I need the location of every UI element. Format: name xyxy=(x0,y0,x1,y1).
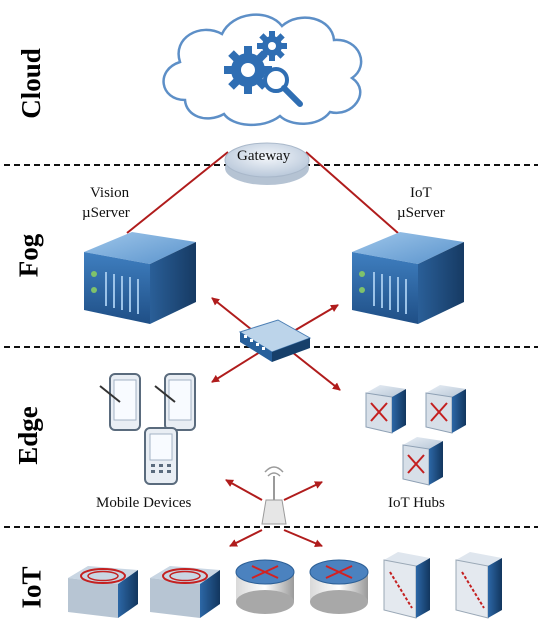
mobile-device-icon-2 xyxy=(154,373,196,431)
iot-panel-icon-2 xyxy=(455,552,502,619)
arrow-ap-to-left-devices xyxy=(229,529,263,547)
gateway-label: Gateway xyxy=(237,148,291,164)
arrow-ap-to-mobile xyxy=(225,479,263,501)
iot-server-label-line2: µServer xyxy=(397,205,445,221)
arrow-ap-to-hubs xyxy=(283,481,323,501)
iot-sensor-icon-1 xyxy=(68,566,138,618)
iot-server-icon xyxy=(352,232,464,324)
iot-hub-icon-3 xyxy=(402,437,443,486)
mobile-devices-label: Mobile Devices xyxy=(96,495,192,511)
access-point-links xyxy=(225,479,323,547)
layer-separators xyxy=(4,164,538,528)
magnifier-icon xyxy=(263,67,303,107)
arrow-ap-to-right-devices xyxy=(283,529,323,547)
layer-label-fog: Fog xyxy=(13,233,44,278)
wireless-access-point-icon xyxy=(261,466,287,525)
layer-label-iot: IoT xyxy=(16,566,47,609)
arrow-to-iot-hubs xyxy=(291,351,341,391)
vision-server-icon xyxy=(84,232,196,324)
iot-device-row xyxy=(68,552,502,619)
mobile-device-icon-1 xyxy=(99,373,141,431)
iot-hub-icon-1 xyxy=(365,385,406,434)
mobile-device-icon-3 xyxy=(144,427,178,485)
iot-hub-icon-2 xyxy=(425,385,466,434)
iot-panel-icon-1 xyxy=(383,552,430,619)
iot-hubs-label: IoT Hubs xyxy=(388,495,445,511)
network-switch-icon xyxy=(238,319,312,362)
iot-server-label-line1: IoT xyxy=(410,185,432,201)
iot-router-icon-1 xyxy=(235,559,295,614)
iot-router-icon-2 xyxy=(309,559,369,614)
link-gateway-vision xyxy=(126,151,229,234)
iot-sensor-icon-2 xyxy=(150,566,220,618)
link-gateway-iot xyxy=(305,151,399,234)
arrow-to-mobile-devices xyxy=(211,351,261,383)
layer-label-cloud: Cloud xyxy=(15,48,46,119)
gateway-disc xyxy=(224,142,310,185)
small-gear-icon xyxy=(257,31,287,61)
vision-server-label-line2: µServer xyxy=(82,205,130,221)
vision-server-label-line1: Vision xyxy=(90,185,130,201)
iot-hub-icons xyxy=(365,385,466,486)
gear-icon xyxy=(224,46,272,94)
layer-label-edge: Edge xyxy=(12,406,43,465)
gateway-links xyxy=(126,151,399,234)
